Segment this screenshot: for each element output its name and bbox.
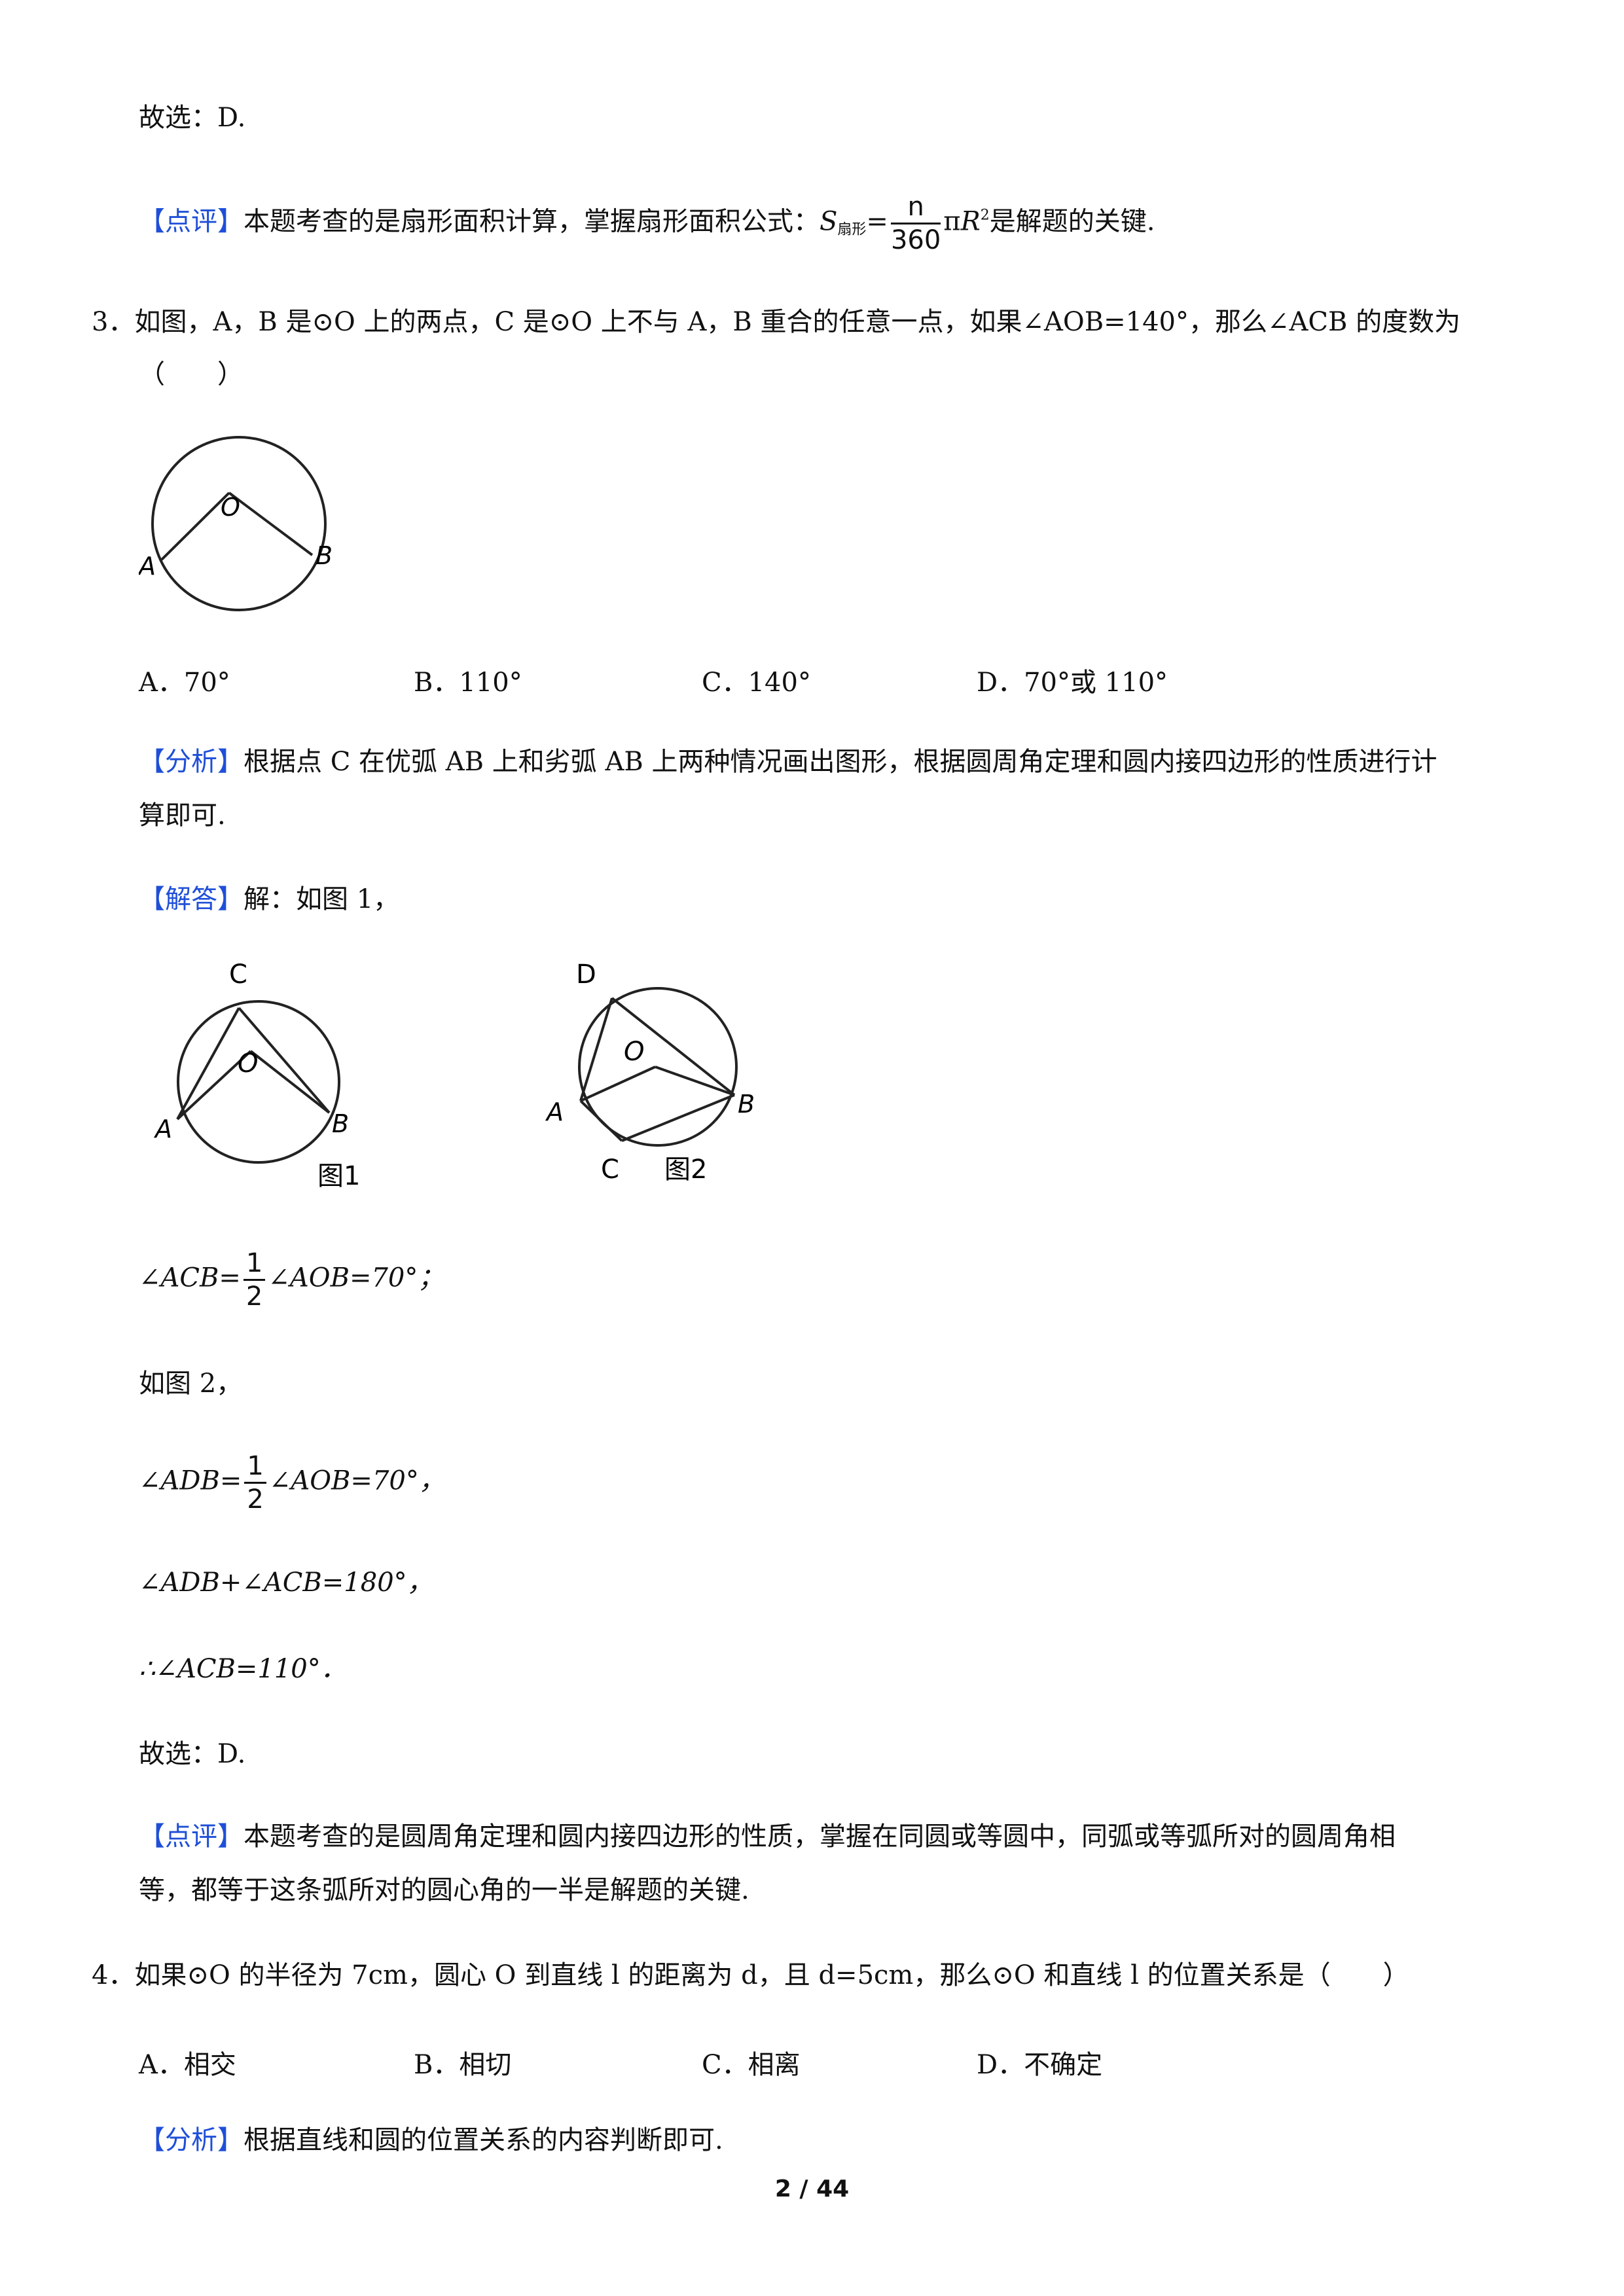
q2-choice: 故选：D. bbox=[139, 103, 246, 133]
eq2-left: ∠ADB= bbox=[139, 1465, 242, 1496]
fig1-label-c: C bbox=[229, 960, 247, 990]
q4-option-a: A．相交 bbox=[139, 2050, 236, 2080]
q3-option-a: A．70° bbox=[139, 668, 230, 698]
q4-option-b: B．相切 bbox=[414, 2050, 512, 2080]
q3-analysis-line1: 【分析】根据点 C 在优弧 AB 上和劣弧 AB 上两种情况画出图形，根据圆周角… bbox=[139, 746, 1437, 778]
answer-intro-text: 解：如图 1， bbox=[244, 884, 400, 914]
q3-stem-line2: （ ） bbox=[139, 359, 244, 389]
fraction-denominator: 360 bbox=[890, 225, 941, 255]
fig2-chord-db bbox=[611, 997, 736, 1096]
answer-tag: 【解答】 bbox=[139, 884, 244, 914]
q3-answer-intro: 【解答】解：如图 1， bbox=[139, 884, 399, 915]
label-o: O bbox=[221, 493, 240, 522]
fig2-label-b: B bbox=[738, 1090, 755, 1119]
fig2-label-c: C bbox=[601, 1155, 619, 1185]
eq1-right: ∠AOB=70°； bbox=[268, 1263, 444, 1293]
formula-sub: 扇形 bbox=[837, 221, 867, 238]
q4-analysis: 【分析】根据直线和圆的位置关系的内容判断即可. bbox=[139, 2125, 723, 2156]
review-tag: 【点评】 bbox=[139, 1821, 244, 1852]
formula-pi: π bbox=[943, 206, 961, 237]
fig2-circle bbox=[578, 987, 738, 1147]
fig2-chord-cb bbox=[621, 1094, 735, 1142]
fig1-label-a: A bbox=[153, 1115, 172, 1143]
fraction-numerator: n bbox=[890, 194, 941, 224]
radius-ob bbox=[228, 492, 314, 556]
fig1-label-o: O bbox=[238, 1049, 258, 1079]
review-text-2: 是解题的关键. bbox=[989, 206, 1155, 237]
analysis-text: 根据直线和圆的位置关系的内容判断即可. bbox=[244, 2125, 723, 2155]
q3-eq4: ∴∠ACB=110°． bbox=[139, 1654, 347, 1684]
formula-sup: 2 bbox=[980, 207, 990, 224]
q4-option-d: D．不确定 bbox=[977, 2050, 1103, 2080]
fig2-radius-oa bbox=[580, 1066, 656, 1102]
figure-2: D O A B C 图2 bbox=[545, 960, 755, 1185]
fig2-radius-ob bbox=[655, 1066, 735, 1096]
q4-stem: 4．如果⊙O 的半径为 7cm，圆心 O 到直线 l 的距离为 d，且 d=5c… bbox=[92, 1960, 1409, 1990]
fig1-radius-ob bbox=[249, 1050, 331, 1114]
fig1-chord-ca bbox=[176, 1007, 240, 1120]
formula-eq: = bbox=[866, 206, 888, 237]
q3-circle-figure: O A B bbox=[139, 436, 333, 611]
formula-r: R bbox=[960, 206, 981, 237]
q3-eq3: ∠ADB+∠ACB=180°， bbox=[139, 1568, 433, 1598]
q3-option-d: D．70°或 110° bbox=[977, 668, 1168, 698]
q3-option-c: C．140° bbox=[702, 668, 811, 698]
q3-analysis-line2: 算即可. bbox=[139, 800, 226, 831]
label-a: A bbox=[139, 552, 156, 581]
eq2-right: ∠AOB=70°， bbox=[268, 1465, 445, 1496]
fig1-label-b: B bbox=[332, 1109, 349, 1138]
eq1-left: ∠ACB= bbox=[139, 1263, 241, 1293]
q4-option-c: C．相离 bbox=[702, 2050, 801, 2080]
circle bbox=[151, 436, 327, 611]
review-tag: 【点评】 bbox=[139, 206, 244, 237]
fig2-caption: 图2 bbox=[664, 1155, 707, 1185]
fig2-label-a: A bbox=[545, 1098, 564, 1126]
review-text-1: 本题考查的是扇形面积计算，掌握扇形面积公式： bbox=[244, 206, 820, 237]
fig2-chord-ac bbox=[579, 1100, 623, 1142]
fig1-circle bbox=[177, 1000, 340, 1164]
eq1-frac-num: 1 bbox=[243, 1250, 266, 1281]
q3-option-b: B．110° bbox=[414, 668, 522, 698]
page-number: 2 / 44 bbox=[774, 2176, 850, 2202]
q3-fig2-intro: 如图 2， bbox=[139, 1369, 243, 1399]
fig1-radius-oa bbox=[176, 1050, 252, 1121]
formula-s: S bbox=[820, 206, 838, 237]
eq2-frac-num: 1 bbox=[244, 1453, 266, 1484]
fig2-chord-da bbox=[579, 997, 613, 1102]
q3-review-line2: 等，都等于这条弧所对的圆心角的一半是解题的关键. bbox=[139, 1875, 749, 1905]
fig2-label-d: D bbox=[576, 960, 596, 990]
analysis-text: 根据点 C 在优弧 AB 上和劣弧 AB 上两种情况画出图形，根据圆周角定理和圆… bbox=[244, 747, 1437, 777]
q3-review-line1: 【点评】本题考查的是圆周角定理和圆内接四边形的性质，掌握在同圆或等圆中，同弧或等… bbox=[139, 1821, 1396, 1852]
review-text: 本题考查的是圆周角定理和圆内接四边形的性质，掌握在同圆或等圆中，同弧或等弧所对的… bbox=[244, 1821, 1396, 1852]
q3-choice: 故选：D. bbox=[139, 1739, 246, 1769]
q3-stem-line1: 3．如图，A，B 是⊙O 上的两点，C 是⊙O 上不与 A，B 重合的任意一点，… bbox=[92, 307, 1461, 337]
eq2-frac-den: 2 bbox=[247, 1484, 264, 1515]
radius-oa bbox=[160, 492, 230, 561]
fig2-label-o: O bbox=[624, 1037, 644, 1067]
eq1-frac-den: 2 bbox=[245, 1282, 263, 1312]
fig1-caption: 图1 bbox=[317, 1161, 360, 1191]
fig1-chord-cb bbox=[238, 1007, 331, 1114]
label-b: B bbox=[316, 541, 333, 570]
analysis-tag: 【分析】 bbox=[139, 747, 244, 777]
figure-1: C O A B 图1 bbox=[153, 960, 360, 1191]
analysis-tag: 【分析】 bbox=[139, 2125, 244, 2155]
